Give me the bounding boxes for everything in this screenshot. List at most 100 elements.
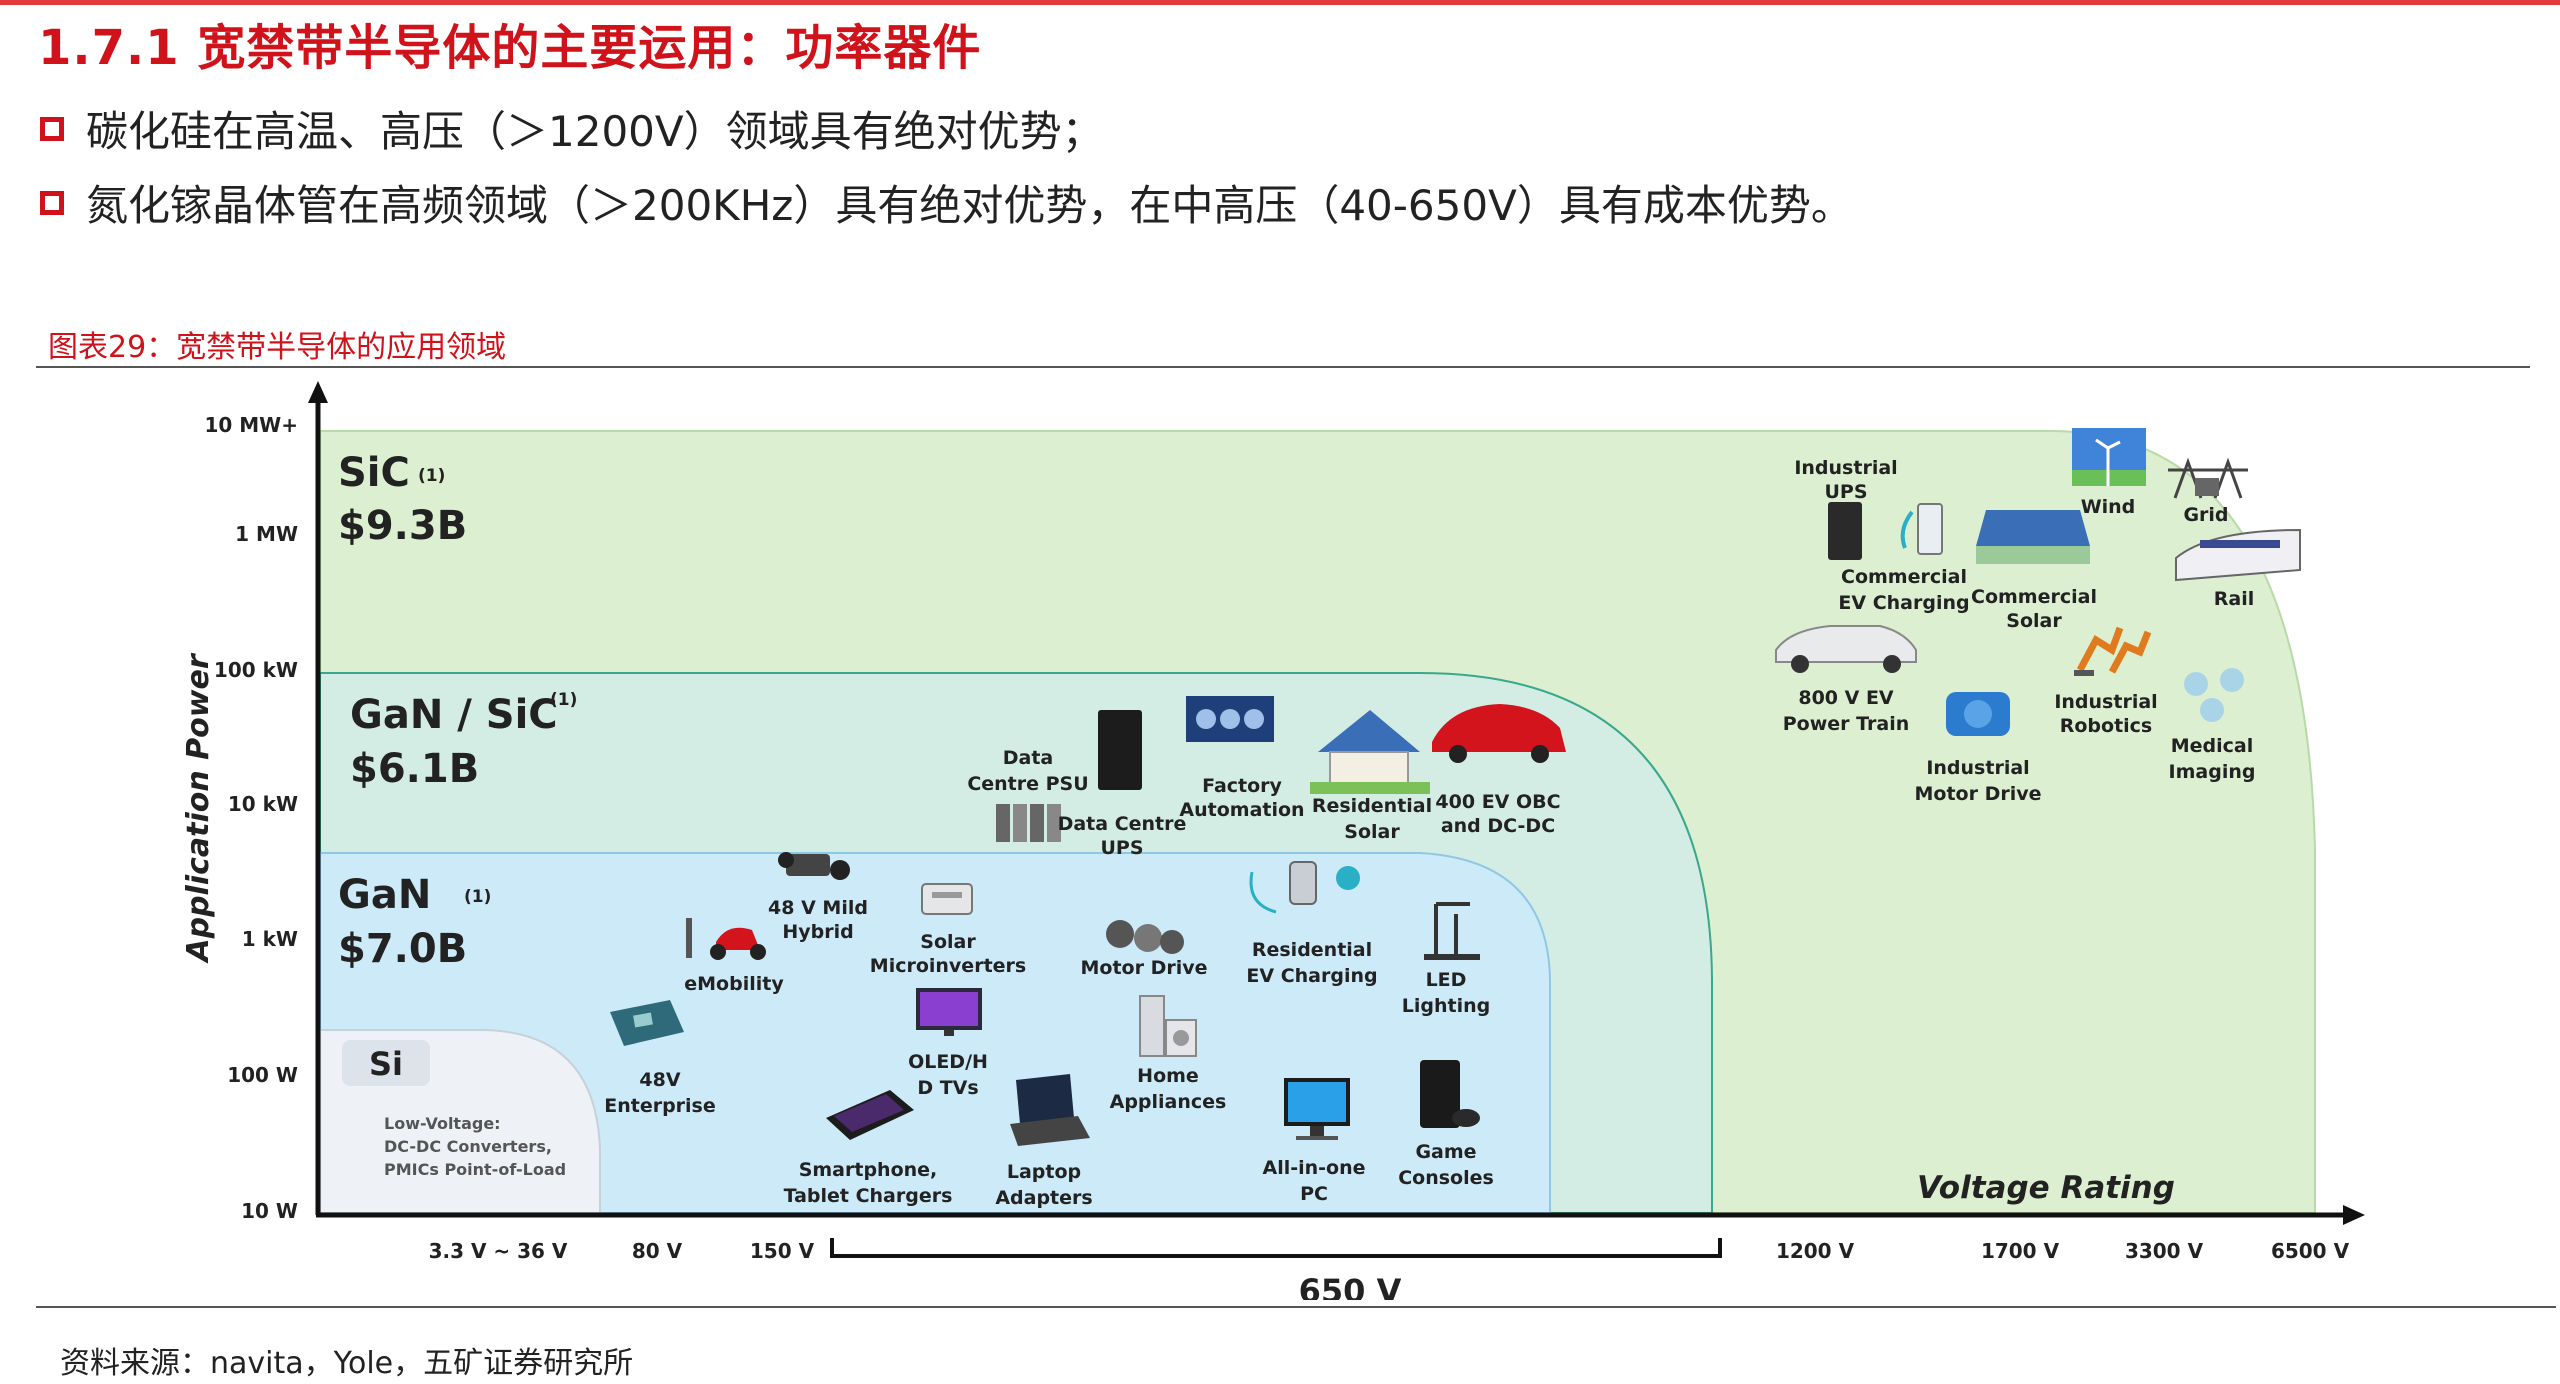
gan-sic-market: $6.1B <box>350 746 479 792</box>
app-label-line: Commercial <box>1971 586 2097 608</box>
gan-market: $7.0B <box>338 926 467 972</box>
x-axis-title: Voltage Rating <box>1917 1170 2175 1206</box>
commercial-solar-icon <box>1976 510 2090 564</box>
emobility-scooter-icon <box>686 918 766 960</box>
app-label-line: Industrial <box>1794 457 1897 479</box>
label-enterprise-48v: 48V Enterprise <box>604 1069 716 1117</box>
app-label-line: Residential <box>1252 939 1372 961</box>
x-axis-arrow <box>2343 1205 2365 1225</box>
app-label-line: D TVs <box>917 1077 978 1099</box>
medical-imaging-icon <box>2184 668 2244 722</box>
app-label-line: Lighting <box>1402 995 1490 1017</box>
figure-bottom-rule <box>36 1306 2556 1308</box>
bracket-650v <box>830 1238 1722 1258</box>
app-label-line: All-in-one <box>1262 1157 1365 1179</box>
app-label-line: and DC-DC <box>1441 815 1555 837</box>
bullet-square-icon <box>40 116 64 141</box>
app-label-line: Solar <box>2006 610 2062 632</box>
app-label-line: Imaging <box>2169 761 2256 783</box>
x-tick: 1200 V <box>1776 1239 1855 1263</box>
app-label-line: EV Charging <box>1838 592 1969 614</box>
ups-cabinet-icon <box>1828 502 1862 560</box>
app-label-line: Microinverters <box>870 955 1026 977</box>
application-diagram: 10 MW+ 1 MW 100 kW 10 kW 1 kW 100 W 10 W… <box>181 381 2365 1300</box>
residential-ev-charger-icon <box>1249 861 1360 914</box>
sic-note: (1) <box>418 466 445 486</box>
gan-sic-label: GaN / SiC <box>350 692 558 738</box>
bullet-sic: 碳化硅在高温、高压（＞1200V）领域具有绝对优势； <box>40 98 1104 159</box>
app-label-line: Solar <box>1344 821 1400 843</box>
app-label-line: Power Train <box>1783 713 1910 735</box>
top-accent-line <box>0 0 2560 5</box>
bullet-gan: 氮化镓晶体管在高频领域（＞200KHz）具有绝对优势，在中高压（40-650V）… <box>40 172 1853 233</box>
source-note: 资料来源：navita，Yole，五矿证券研究所 <box>60 1346 634 1381</box>
si-badge <box>342 1040 430 1086</box>
smartphone-tablet-icon <box>826 1090 914 1140</box>
app-label-line: PC <box>1300 1183 1328 1205</box>
app-label-line: Automation <box>1179 799 1304 821</box>
label-led-lighting: LED Lighting <box>1402 969 1490 1017</box>
label-rail: Rail <box>2214 588 2254 610</box>
app-label-line: Data Centre <box>1058 813 1187 835</box>
oled-tv-icon <box>916 988 982 1036</box>
x-tick: 6500 V <box>2271 1239 2350 1263</box>
app-label-line: 48V <box>639 1069 680 1091</box>
all-in-one-pc-icon <box>1284 1078 1350 1140</box>
industrial-motor-icon <box>1946 692 2010 736</box>
y-tick: 10 W <box>241 1199 298 1223</box>
sic-label: SiC <box>338 450 410 496</box>
app-label-line: LED <box>1426 969 1467 991</box>
y-tick: 100 kW <box>214 658 298 682</box>
app-label-line: Enterprise <box>604 1095 716 1117</box>
figure-caption: 图表29：宽禁带半导体的应用领域 <box>48 330 507 365</box>
laptop-icon <box>1010 1074 1090 1146</box>
slide-title: 1.7.1 宽禁带半导体的主要运用：功率器件 <box>38 20 982 76</box>
gan-region <box>319 852 1551 1214</box>
industrial-robot-icon <box>2074 626 2152 676</box>
app-label-line: 800 V EV <box>1798 687 1894 709</box>
si-desc-line: PMICs Point-of-Load <box>384 1160 566 1179</box>
rail-train-icon <box>2175 528 2301 582</box>
mild-hybrid-icon <box>778 852 850 880</box>
app-label-line: Appliances <box>1110 1091 1227 1113</box>
x-tick: 3.3 V ~ 36 V <box>429 1239 568 1263</box>
sic-market: $9.3B <box>338 503 467 549</box>
x-tick: 80 V <box>632 1239 683 1263</box>
wind-turbine-icon <box>2072 428 2146 486</box>
app-label-line: Game <box>1415 1141 1476 1163</box>
app-label-line: Industrial <box>2054 691 2157 713</box>
label-wind: Wind <box>2081 496 2136 518</box>
app-label-line: Adapters <box>995 1187 1092 1209</box>
label-grid: Grid <box>2183 504 2228 526</box>
game-console-icon <box>1420 1060 1480 1128</box>
commercial-ev-charger-icon <box>1900 503 1943 555</box>
factory-automation-icon <box>1186 696 1274 742</box>
y-tick: 1 MW <box>235 522 298 546</box>
app-label-line: Commercial <box>1841 566 1967 588</box>
y-axis-arrow <box>308 381 328 403</box>
app-label-line: Tablet Chargers <box>784 1185 953 1207</box>
label-emobility: eMobility <box>684 973 784 995</box>
x-tick: 1700 V <box>1981 1239 2060 1263</box>
label-motor-drive: Motor Drive <box>1080 957 1207 979</box>
label-ev-power-train: 800 V EV Power Train <box>1783 687 1910 735</box>
red-ev-car-icon <box>1432 704 1566 763</box>
led-lighting-icon <box>1424 902 1480 960</box>
y-tick: 100 W <box>227 1063 298 1087</box>
app-label-line: Residential <box>1312 795 1432 817</box>
home-appliances-icon <box>1139 995 1197 1057</box>
app-label-line: Robotics <box>2060 715 2153 737</box>
app-label-line: Consoles <box>1398 1167 1494 1189</box>
